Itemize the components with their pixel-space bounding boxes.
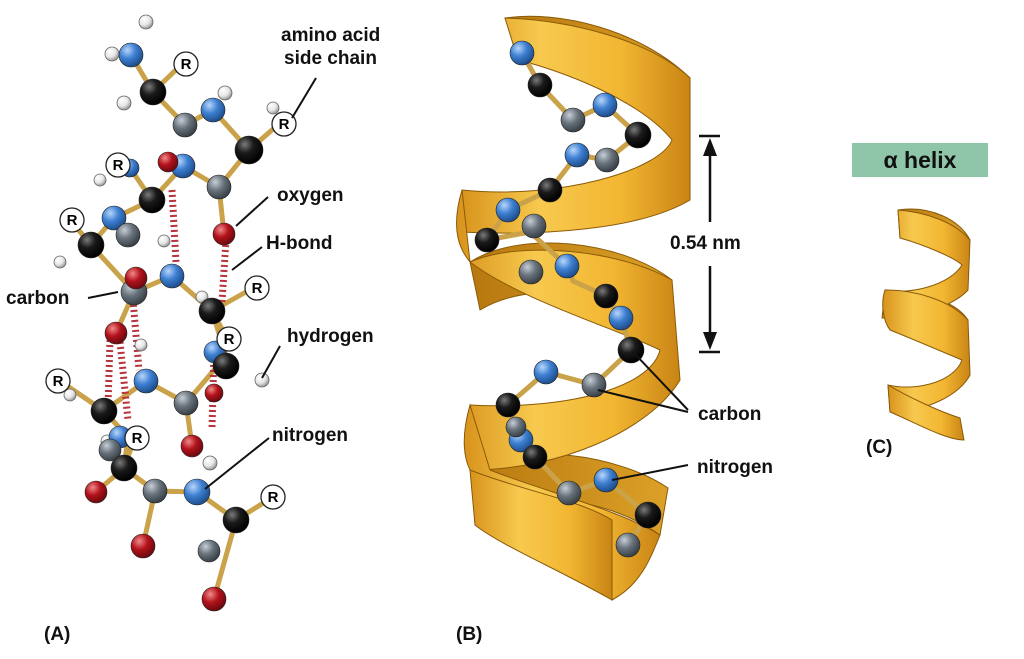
cartoon-helix [881, 208, 971, 441]
label-nitrogen-a: nitrogen [272, 425, 348, 446]
panel-label-c: (C) [866, 437, 893, 458]
r-group: R [271, 111, 297, 137]
r-group: R [216, 326, 242, 352]
side-chain-r-groups: R R R R R R R R R [45, 51, 297, 510]
ball-and-stick-model: R R R R R R R R R [45, 14, 317, 612]
r-group-label: R [53, 373, 64, 390]
leader-lines-a [87, 77, 317, 490]
atoms [77, 42, 264, 612]
alpha-helix-title: α helix [852, 143, 988, 177]
label-side-chain-line1: amino acid [281, 25, 381, 46]
label-carbon-a: carbon [6, 288, 70, 309]
label-oxygen: oxygen [277, 185, 344, 206]
hydrogen-atoms [53, 14, 280, 471]
label-pitch: 0.54 nm [670, 233, 741, 254]
panel-label-b: (B) [456, 624, 483, 645]
label-h-bond: H-bond [266, 233, 333, 254]
r-group-label: R [252, 280, 263, 297]
r-group-label: R [113, 157, 124, 174]
r-group: R [260, 484, 286, 510]
leader-lines-b [597, 351, 689, 481]
r-group-label: R [181, 56, 192, 73]
r-group: R [105, 152, 131, 178]
r-group-label: R [224, 331, 235, 348]
r-group: R [124, 425, 150, 451]
label-side-chain-line2: side chain [284, 48, 377, 69]
label-carbon-b: carbon [698, 404, 762, 425]
pitch-arrow [699, 134, 720, 354]
ribbon-helix-model [456, 15, 720, 601]
r-group: R [244, 275, 270, 301]
r-group-label: R [268, 489, 279, 506]
r-group: R [59, 207, 85, 233]
label-nitrogen-b: nitrogen [697, 457, 773, 478]
hydrogen-bonds [104, 189, 230, 429]
r-group-label: R [279, 116, 290, 133]
panel-label-a: (A) [44, 624, 71, 645]
r-group: R [173, 51, 199, 77]
label-hydrogen: hydrogen [287, 326, 374, 347]
r-group-label: R [132, 430, 143, 447]
r-group: R [45, 368, 71, 394]
r-group-label: R [67, 212, 78, 229]
